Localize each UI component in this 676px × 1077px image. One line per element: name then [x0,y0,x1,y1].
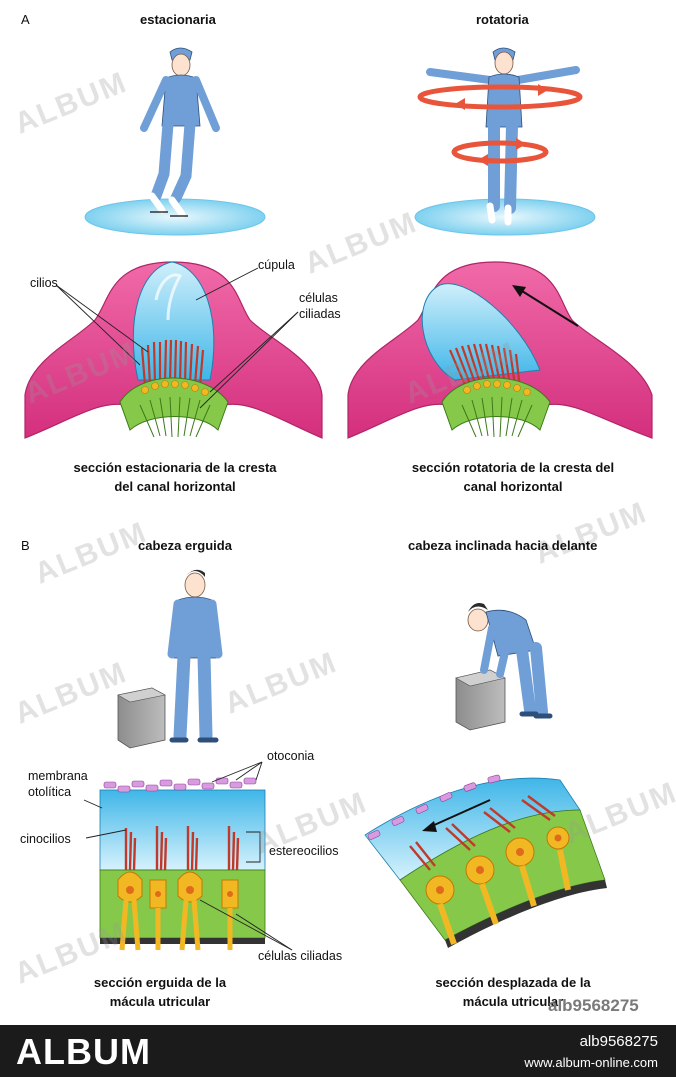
hair-bundle-stationary [140,339,205,387]
caption-b-right-1: sección desplazada de la [435,975,591,990]
crista-rotating [347,261,653,439]
panel-a-letter: A [21,12,30,27]
footer-logo[interactable]: ALBUM [16,1031,151,1072]
label-celulas-2: ciliadas [299,307,341,321]
panel-b-left-title: cabeza erguida [138,538,232,553]
label-celulas-1: células [299,291,338,305]
flow-arrow-tilted [422,799,491,832]
label-membrana-2: otolítica [28,785,72,799]
panel-b-right-title: cabeza inclinada hacia delante [408,538,598,553]
footer-image-id: alb9568275 [579,1033,658,1050]
caption-a-right-2: canal horizontal [463,479,563,494]
footer-url[interactable]: www.album-online.com [524,1055,658,1070]
label-celulas-ciliadas: células ciliadas [258,949,343,963]
label-cinocilios: cinocilios [20,832,71,846]
man-upright [117,569,223,749]
label-membrana-1: membrana [28,769,88,783]
caption-a-left-1: sección estacionaria de la cresta [73,460,277,475]
skater-stationary [84,47,266,236]
footer-bar: ALBUM alb9568275 www.album-online.com [0,1025,676,1077]
caption-b-left-1: sección erguida de la [93,975,227,990]
caption-a-left-2: del canal horizontal [114,479,236,494]
caption-b-left-2: mácula utricular [109,994,211,1009]
label-otoconia: otoconia [267,749,315,763]
label-cupula: cúpula [258,258,295,272]
leader-cupula [195,267,259,301]
panel-a-left-title: estacionaria [140,12,216,27]
caption-a-right-1: sección rotatoria de la cresta del [411,460,615,475]
macula-upright [83,761,293,951]
label-estereocilios: estereocilios [269,844,339,858]
flow-arrow-rotating [512,285,579,327]
man-bent [455,603,553,731]
caption-b-right-2: mácula utricular [462,994,564,1009]
crista-stationary [24,261,323,439]
leader-cilios [55,284,141,366]
image-id-watermark: alb9568275 [548,996,639,1015]
label-cilios: cilios [30,276,58,290]
leader-celulas [209,311,299,393]
diagram-artwork [24,47,653,951]
panel-a-right-title: rotatoria [476,12,529,27]
macula-tilted [364,774,607,948]
panel-b-letter: B [21,538,30,553]
skater-rotating [414,47,596,236]
